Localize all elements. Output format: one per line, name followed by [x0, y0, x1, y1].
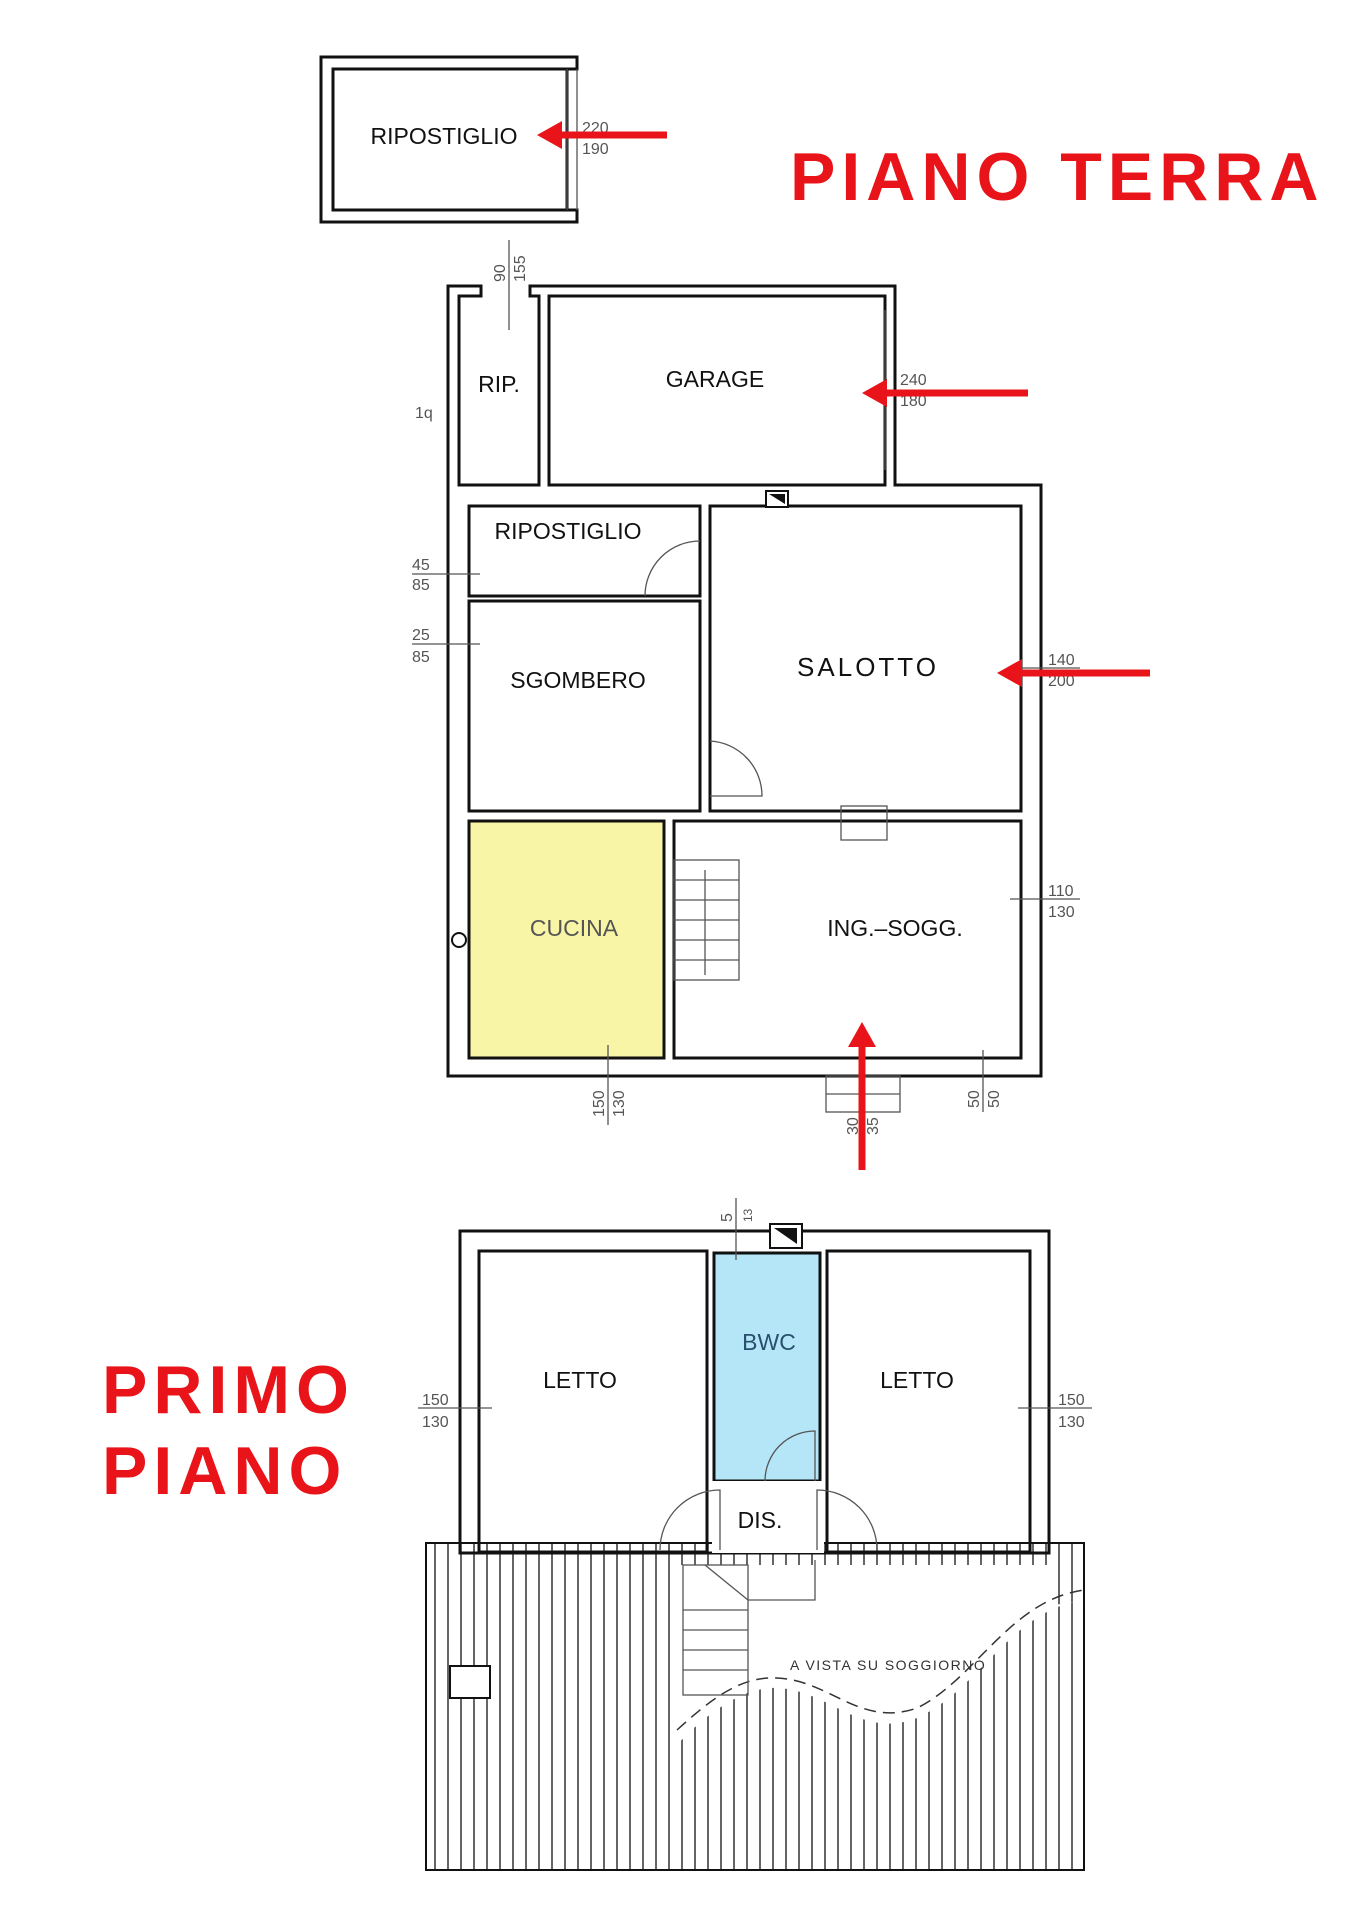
first-floor-plan: LETTO BWC LETTO DIS. A VISTA SU SOGGIORN…: [418, 1198, 1092, 1871]
arrow-garage: [862, 379, 1028, 407]
dim-storage-h: 190: [582, 141, 609, 158]
label-letto-left: LETTO: [543, 1367, 617, 1393]
label-dis: DIS.: [738, 1507, 783, 1533]
kitchen: [467, 819, 666, 1060]
stairs-first: [682, 1560, 816, 1696]
dim-ingresso-h: 130: [1048, 904, 1075, 921]
ground-floor-plan: RIP. GARAGE RIPOSTIGLIO SGOMBERO SALOTTO…: [412, 240, 1080, 1135]
label-salotto: SALOTTO: [797, 652, 939, 682]
dim-salotto-w: 140: [1048, 652, 1075, 669]
dim-rip-win-h: 85: [412, 577, 430, 594]
dim-garage-w: 240: [900, 372, 927, 389]
stairs-ground: [673, 859, 740, 981]
title-piano: PIANO: [102, 1433, 347, 1509]
arrow-salotto: [997, 659, 1150, 687]
label-bwc: BWC: [742, 1329, 796, 1355]
dim-rip-fragment: 1q: [415, 405, 433, 422]
arrow-storage: [537, 121, 667, 149]
dim-rip-w: 90: [492, 264, 509, 282]
dim-left-w: 150: [422, 1392, 449, 1409]
label-rip: RIP.: [478, 371, 520, 397]
label-sgombero: SGOMBERO: [510, 667, 645, 693]
label-cucina: CUCINA: [530, 915, 619, 941]
bathroom: [712, 1251, 822, 1483]
dim-cucina-w: 150: [591, 1090, 608, 1117]
title-primo: PRIMO: [102, 1352, 355, 1428]
label-garage: GARAGE: [666, 366, 764, 392]
dim-bath-h: 13: [741, 1208, 755, 1222]
open-void: [677, 1565, 1084, 1745]
dim-ingresso-w: 110: [1048, 883, 1074, 900]
dim-garage-h: 180: [900, 393, 927, 410]
dim-small-h: 50: [986, 1090, 1003, 1108]
dim-sgombero-h: 85: [412, 649, 430, 666]
dim-cucina-h: 130: [611, 1090, 628, 1117]
dim-bath-w: 5: [719, 1213, 736, 1222]
dim-left-h: 130: [422, 1414, 449, 1431]
meter-icon: [451, 932, 467, 948]
label-ingresso: ING.–SOGG.: [827, 915, 962, 941]
dim-steps-b: 35: [865, 1117, 882, 1135]
dim-steps-a: 30: [845, 1117, 862, 1135]
arrows: [537, 121, 1150, 1170]
label-letto-right: LETTO: [880, 1367, 954, 1393]
dim-sgombero-w: 25: [412, 627, 430, 644]
dim-salotto-h: 200: [1048, 673, 1075, 690]
label-ripostiglio: RIPOSTIGLIO: [495, 518, 642, 544]
dim-right-h: 130: [1058, 1414, 1085, 1431]
dim-right-w: 150: [1058, 1392, 1085, 1409]
note-a-vista: A VISTA SU SOGGIORNO: [790, 1657, 986, 1673]
outside-storage: RIPOSTIGLIO 220 190: [319, 55, 609, 224]
title-piano-terra: PIANO TERRA: [790, 139, 1324, 215]
dim-rip-win-w: 45: [412, 557, 430, 574]
arrow-entrance: [848, 1022, 876, 1170]
label-storage-outside: RIPOSTIGLIO: [371, 123, 518, 149]
dim-small-w: 50: [966, 1090, 983, 1108]
dim-rip-h: 155: [512, 255, 529, 282]
